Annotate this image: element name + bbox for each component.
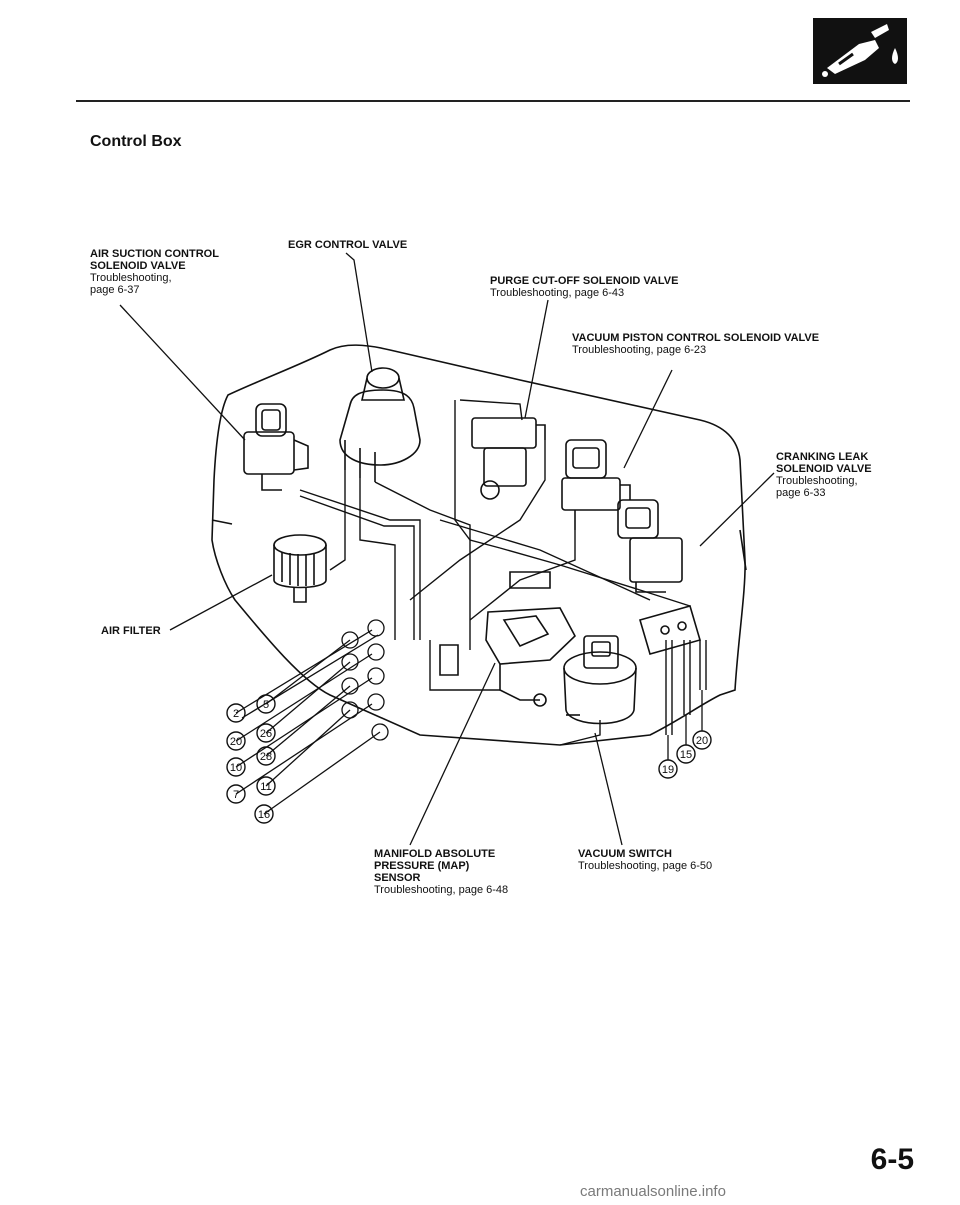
callout-name-line: PURGE CUT-OFF SOLENOID VALVE <box>490 275 679 287</box>
callout-troubleshooting-line: Troubleshooting, <box>90 272 172 284</box>
fuel-emission-section-icon <box>813 18 907 84</box>
callout-page-ref: page 6-37 <box>90 284 140 296</box>
callout-air-filter: AIR FILTER <box>101 625 161 637</box>
watermark: carmanualsonline.info <box>580 1183 726 1200</box>
hose-tag-label: 20 <box>230 736 242 748</box>
air-suction-solenoid-shape <box>243 403 309 491</box>
leader-cranking-leak <box>699 472 775 547</box>
hose-tag-20: 20 <box>226 731 246 751</box>
callout-name-line: PRESSURE (MAP) <box>374 860 470 872</box>
egr-control-valve-shape <box>339 367 421 482</box>
callout-troubleshooting-line: Troubleshooting, page 6-43 <box>490 287 625 299</box>
callout-name-line: AIR FILTER <box>101 625 161 637</box>
vacuum-hoses <box>299 399 707 746</box>
callout-name-line: EGR CONTROL VALVE <box>288 239 408 251</box>
callout-name-line: VACUUM PISTON CONTROL SOLENOID VALVE <box>572 332 820 344</box>
hose-tag-label: 26 <box>260 728 272 740</box>
callout-troubleshooting-line: Troubleshooting, page 6-48 <box>374 884 509 896</box>
hose-tag-label: 16 <box>258 809 270 821</box>
leader-air-filter <box>169 574 273 631</box>
vacuum-switch-shape <box>563 635 637 725</box>
section-title: Control Box <box>90 133 182 150</box>
cranking-leak-solenoid-shape <box>617 499 683 593</box>
hose-tag-label: 20 <box>696 735 708 747</box>
callout-name-line: VACUUM SWITCH <box>578 848 672 860</box>
hose-tag-label: 2 <box>233 708 239 720</box>
callout-troubleshooting-line: Troubleshooting, page 6-23 <box>572 344 707 356</box>
callout-vacuum-piston-control-solenoid-valve: VACUUM PISTON CONTROL SOLENOID VALVE Tro… <box>572 332 819 356</box>
callout-name-line: SOLENOID VALVE <box>90 260 186 272</box>
callout-page-ref: page 6-33 <box>776 487 826 499</box>
hose-tag-11: 11 <box>256 776 276 796</box>
callout-map-sensor: MANIFOLD ABSOLUTE PRESSURE (MAP) SENSOR … <box>374 848 508 896</box>
callout-name-line: CRANKING LEAK <box>776 451 869 463</box>
callout-name-line: SENSOR <box>374 872 421 884</box>
leader-egr <box>345 252 373 373</box>
hose-tag-label: 28 <box>260 751 272 763</box>
header-rule <box>76 100 910 102</box>
hose-tag-19: 19 <box>658 759 678 779</box>
callout-name-line: SOLENOID VALVE <box>776 463 872 475</box>
hose-tag-5: 5 <box>256 694 276 714</box>
leader-map-sensor <box>409 662 496 846</box>
hose-fan-left <box>235 629 381 815</box>
hose-tag-26: 26 <box>256 723 276 743</box>
callout-egr-control-valve: EGR CONTROL VALVE <box>288 239 407 251</box>
leader-vacuum-switch <box>594 732 623 846</box>
hose-tag-20-right: 20 <box>692 730 712 750</box>
leader-air-suction <box>119 304 246 441</box>
hose-tag-label: 7 <box>233 789 239 801</box>
hose-tag-label: 11 <box>260 781 271 793</box>
callout-cranking-leak-solenoid-valve: CRANKING LEAK SOLENOID VALVE Troubleshoo… <box>776 451 872 499</box>
callout-name-line: MANIFOLD ABSOLUTE <box>374 848 496 860</box>
callout-troubleshooting-line: Troubleshooting, page 6-50 <box>578 860 713 872</box>
purge-solenoid-shape <box>471 417 546 500</box>
control-box-outline <box>211 344 746 746</box>
page-number: 6-5 <box>870 1143 914 1176</box>
callout-name-line: AIR SUCTION CONTROL <box>90 248 219 260</box>
hose-tag-15: 15 <box>676 744 696 764</box>
hose-tag-7: 7 <box>226 784 246 804</box>
callout-purge-cut-off-solenoid-valve: PURGE CUT-OFF SOLENOID VALVE Troubleshoo… <box>490 275 678 299</box>
hose-number-tags: 2 5 20 26 10 28 7 11 16 20 15 19 <box>226 694 712 824</box>
hose-tag-10: 10 <box>226 757 246 777</box>
hose-tag-16: 16 <box>254 804 274 824</box>
hose-tag-label: 10 <box>230 762 242 774</box>
vacuum-piston-solenoid-shape <box>561 439 631 530</box>
leader-purge <box>524 299 549 419</box>
hose-tag-2: 2 <box>226 703 246 723</box>
callout-air-suction-control-solenoid-valve: AIR SUCTION CONTROL SOLENOID VALVE Troub… <box>90 248 219 296</box>
hose-tag-label: 15 <box>680 749 692 761</box>
air-filter-shape <box>273 534 327 603</box>
callout-troubleshooting-line: Troubleshooting, <box>776 475 858 487</box>
leader-lines <box>119 252 775 846</box>
hose-fittings <box>341 619 389 741</box>
leader-vacuum-piston <box>623 369 673 469</box>
hose-tag-label: 19 <box>662 764 674 776</box>
hose-tag-28: 28 <box>256 746 276 766</box>
hose-tag-label: 5 <box>263 699 269 711</box>
map-sensor-shape <box>485 607 576 707</box>
callout-vacuum-switch: VACUUM SWITCH Troubleshooting, page 6-50 <box>578 848 712 872</box>
